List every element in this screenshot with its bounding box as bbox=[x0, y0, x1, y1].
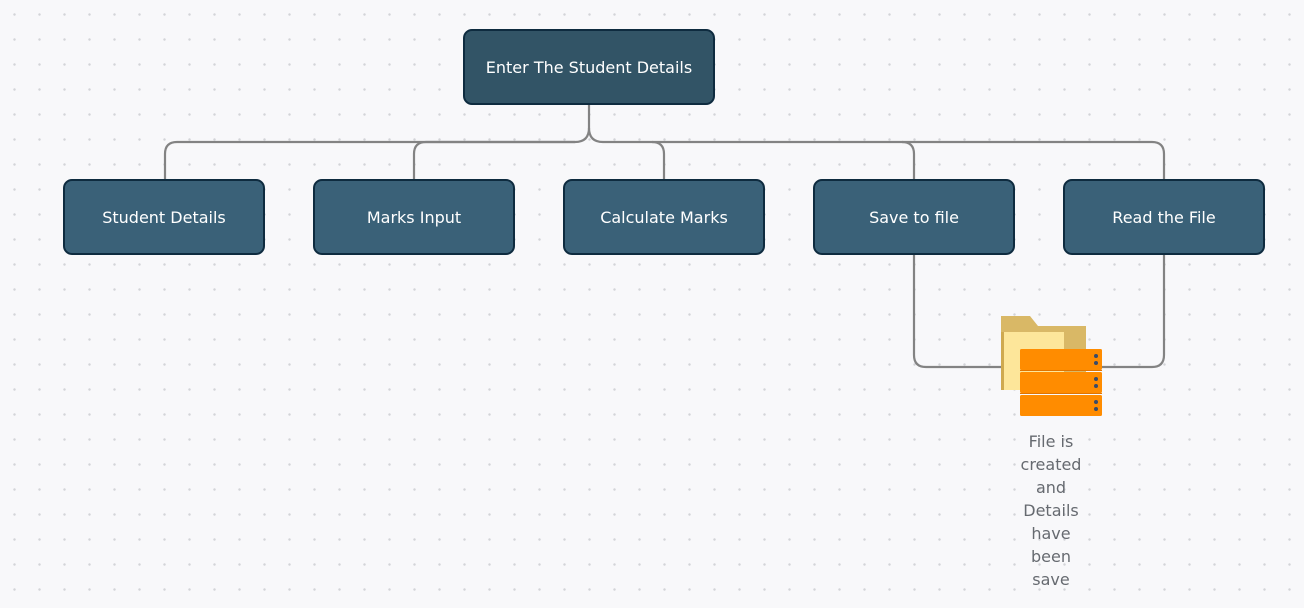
node-label: Calculate Marks bbox=[600, 207, 728, 227]
note-line: have bbox=[1031, 524, 1071, 543]
node-calculate-marks[interactable]: Calculate Marks bbox=[563, 179, 765, 255]
connector-root-trunk bbox=[587, 105, 604, 144]
storage-note: File is created and Details have been sa… bbox=[1006, 430, 1096, 591]
node-label: Marks Input bbox=[366, 207, 462, 227]
server-led bbox=[1094, 361, 1098, 365]
connector-root-read-the-file bbox=[902, 140, 1166, 179]
connector-root-marks-input bbox=[412, 140, 575, 179]
node-enter-student-details[interactable]: Enter The Student Details bbox=[463, 29, 715, 105]
connector-root-student-details bbox=[163, 127, 591, 179]
note-line: save bbox=[1032, 570, 1070, 589]
folder-shadow bbox=[1001, 332, 1004, 390]
server-unit-2 bbox=[1020, 372, 1102, 393]
note-line: File is bbox=[1028, 432, 1074, 451]
server-led bbox=[1094, 354, 1098, 358]
node-read-the-file[interactable]: Read the File bbox=[1063, 179, 1265, 255]
note-line: been bbox=[1031, 547, 1071, 566]
node-label: Save to file bbox=[869, 207, 959, 227]
node-label: Enter The Student Details bbox=[485, 57, 693, 77]
server-led bbox=[1094, 400, 1098, 404]
connector-root-save-to-file bbox=[652, 140, 916, 179]
server-led bbox=[1094, 377, 1098, 381]
connector-save-to-storage bbox=[912, 255, 1004, 369]
node-marks-input[interactable]: Marks Input bbox=[313, 179, 515, 255]
node-label: Student Details bbox=[102, 207, 226, 227]
server-led bbox=[1094, 384, 1098, 388]
node-label: Read the File bbox=[1112, 207, 1216, 227]
server-unit-3 bbox=[1020, 395, 1102, 416]
note-line: created bbox=[1020, 455, 1082, 474]
note-line: Details bbox=[1023, 501, 1079, 520]
server-led bbox=[1094, 407, 1098, 411]
folder-server-icon[interactable] bbox=[998, 314, 1104, 420]
connector-read-to-storage bbox=[1100, 255, 1166, 369]
node-student-details[interactable]: Student Details bbox=[63, 179, 265, 255]
note-line: and bbox=[1035, 478, 1067, 497]
connector-root-calculate-marks bbox=[603, 140, 666, 179]
server-unit-1 bbox=[1020, 349, 1102, 370]
node-save-to-file[interactable]: Save to file bbox=[813, 179, 1015, 255]
